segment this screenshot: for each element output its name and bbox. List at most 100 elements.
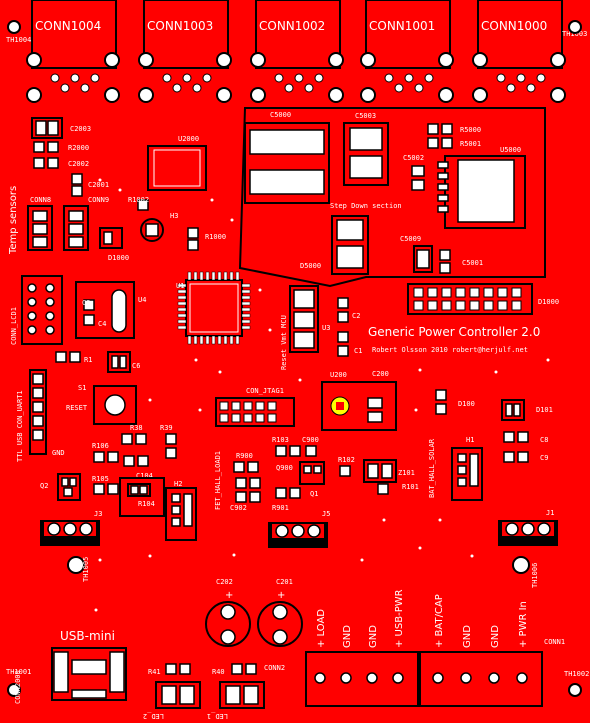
svg-text:Reset Vmt MCU: Reset Vmt MCU (280, 315, 288, 370)
cap-c104: C104 (123, 455, 153, 480)
resistor-r105: R105 (92, 475, 119, 495)
svg-text:U4: U4 (138, 296, 146, 304)
terminal-block-conn2: CONN2 + LOAD GND GND + USB-PWR (264, 589, 419, 707)
svg-text:CONN2000: CONN2000 (14, 670, 22, 704)
resistor-r1000: R1000 (187, 227, 226, 251)
resistor-r103: R103 (272, 436, 301, 457)
terminal-label-bat-cap: + BAT/CAP (434, 594, 445, 648)
cap-c5003: C5003 (343, 112, 389, 186)
mcu-u1: U1 (176, 271, 251, 345)
svg-text:D5000: D5000 (300, 262, 321, 270)
svg-text:+: + (225, 590, 233, 601)
mount-hole-br (568, 683, 582, 697)
mount-label-br: TH1002 (564, 670, 589, 678)
svg-text:TTL USB CON_UART1: TTL USB CON_UART1 (16, 390, 24, 462)
diode-d100: D100 (435, 389, 475, 415)
jumper-j3[interactable]: J3 (40, 510, 102, 546)
svg-text:Z101: Z101 (398, 469, 415, 477)
jumper-j1[interactable]: J1 (498, 509, 558, 546)
terminal-label-load: + LOAD (316, 609, 327, 648)
svg-text:C5001: C5001 (462, 259, 483, 267)
resistor-r1002: R1002 (128, 196, 149, 211)
svg-text:U3: U3 (322, 324, 330, 332)
resistor-r900: R900 (233, 452, 259, 473)
svg-text:C5009: C5009 (400, 235, 421, 243)
cap-c9: C9 (503, 451, 548, 463)
terminal-label-usb-pwr: + USB-PWR (394, 589, 405, 648)
svg-text:C6: C6 (132, 362, 140, 370)
resistor-r38: R38 (121, 424, 147, 445)
svg-text:R103: R103 (272, 436, 289, 444)
svg-text:D1000: D1000 (108, 254, 129, 262)
svg-text:S1: S1 (78, 384, 86, 392)
cap-c8: C8 (503, 431, 548, 444)
header-conn-lcd: CONN_LCD1 (10, 275, 63, 345)
cap-c900: C900 (302, 436, 319, 457)
svg-text:R5001: R5001 (460, 140, 481, 148)
bat-solar-label: BAT_HALL_SOLAR (428, 438, 436, 498)
header-conn9: CONN9 (63, 196, 109, 251)
svg-text:D100: D100 (458, 400, 475, 408)
mount-label-ml: TH1005 (82, 557, 90, 582)
terminal-label-gnd: GND (342, 625, 353, 648)
svg-text:C5003: C5003 (355, 112, 376, 120)
svg-text:R38: R38 (130, 424, 143, 432)
svg-text:H1: H1 (466, 436, 474, 444)
terminal-label-gnd: GND (462, 625, 473, 648)
svg-text:C2002: C2002 (68, 160, 89, 168)
jumper-j5[interactable]: J5 (268, 510, 330, 548)
resistor-r106: R106 (92, 442, 119, 463)
connector-conn1000: CONN1000 (477, 0, 563, 69)
mount-hole-ml (67, 556, 85, 574)
usb-mini-connector: USB-mini CONN2000 (14, 629, 127, 704)
reset-button-s1[interactable]: S1 RESET (66, 384, 137, 425)
svg-text:Q1: Q1 (310, 490, 318, 498)
svg-text:CONN_LCD1: CONN_LCD1 (10, 307, 18, 345)
ic-u2000: U2000 (147, 135, 207, 191)
svg-text:J3: J3 (94, 510, 102, 518)
svg-text:USB-mini: USB-mini (60, 629, 115, 643)
cap-c202: + C202 (205, 578, 251, 647)
svg-text:U200: U200 (330, 371, 347, 379)
cap-c2: C2 (337, 297, 360, 323)
svg-text:J5: J5 (322, 510, 330, 518)
connector-label: CONN1004 (35, 19, 101, 33)
svg-text:C2: C2 (352, 312, 360, 320)
resistor-r104: R104 (127, 483, 155, 508)
svg-text:GND: GND (52, 449, 65, 457)
zener-z101: Z101 (363, 459, 415, 483)
svg-text:H3: H3 (170, 212, 178, 220)
regulator-u3: U3 Reset Vmt MCU (280, 285, 330, 370)
sensor-h3: H3 (140, 212, 178, 242)
resistor-r39: R39 (160, 424, 177, 459)
svg-text:C900: C900 (302, 436, 319, 444)
svg-text:R900: R900 (236, 452, 253, 460)
cap-c5001: C5001 (439, 249, 483, 274)
svg-text:C2001: C2001 (88, 181, 109, 189)
transistor-q1: Q1 (299, 461, 325, 498)
cap-c1: C1 (337, 331, 362, 357)
terminal-block-conn1: CONN1 + BAT/CAP GND GND + PWR In (419, 594, 565, 707)
diode-d101: D101 (501, 399, 553, 421)
svg-text:C5000: C5000 (270, 111, 291, 119)
step-down-outline (238, 107, 546, 288)
svg-text:C902: C902 (230, 504, 247, 512)
svg-text:C4: C4 (98, 320, 106, 328)
transistor-q900: Q900 (235, 464, 293, 489)
resistor-r101: R101 (377, 483, 419, 495)
header-d1000: D1000 (407, 283, 559, 315)
connector-conn1002: CONN1002 (255, 0, 341, 69)
top-connectors: CONN1004 CONN1003 CONN1002 CONN1001 CONN… (26, 0, 566, 103)
svg-text:R41: R41 (148, 668, 161, 676)
temp-sensors-label: Temp sensors (8, 186, 19, 255)
svg-text:C200: C200 (372, 370, 389, 378)
svg-text:R105: R105 (92, 475, 109, 483)
mount-hole-bl (7, 683, 21, 697)
svg-text:C1: C1 (354, 347, 362, 355)
board-author: Robert Olsson 2010 robert@herjulf.net (372, 346, 528, 354)
rj-pin-rows (50, 73, 546, 93)
svg-text:U5000: U5000 (500, 146, 521, 154)
svg-text:C202: C202 (216, 578, 233, 586)
svg-text:R106: R106 (92, 442, 109, 450)
